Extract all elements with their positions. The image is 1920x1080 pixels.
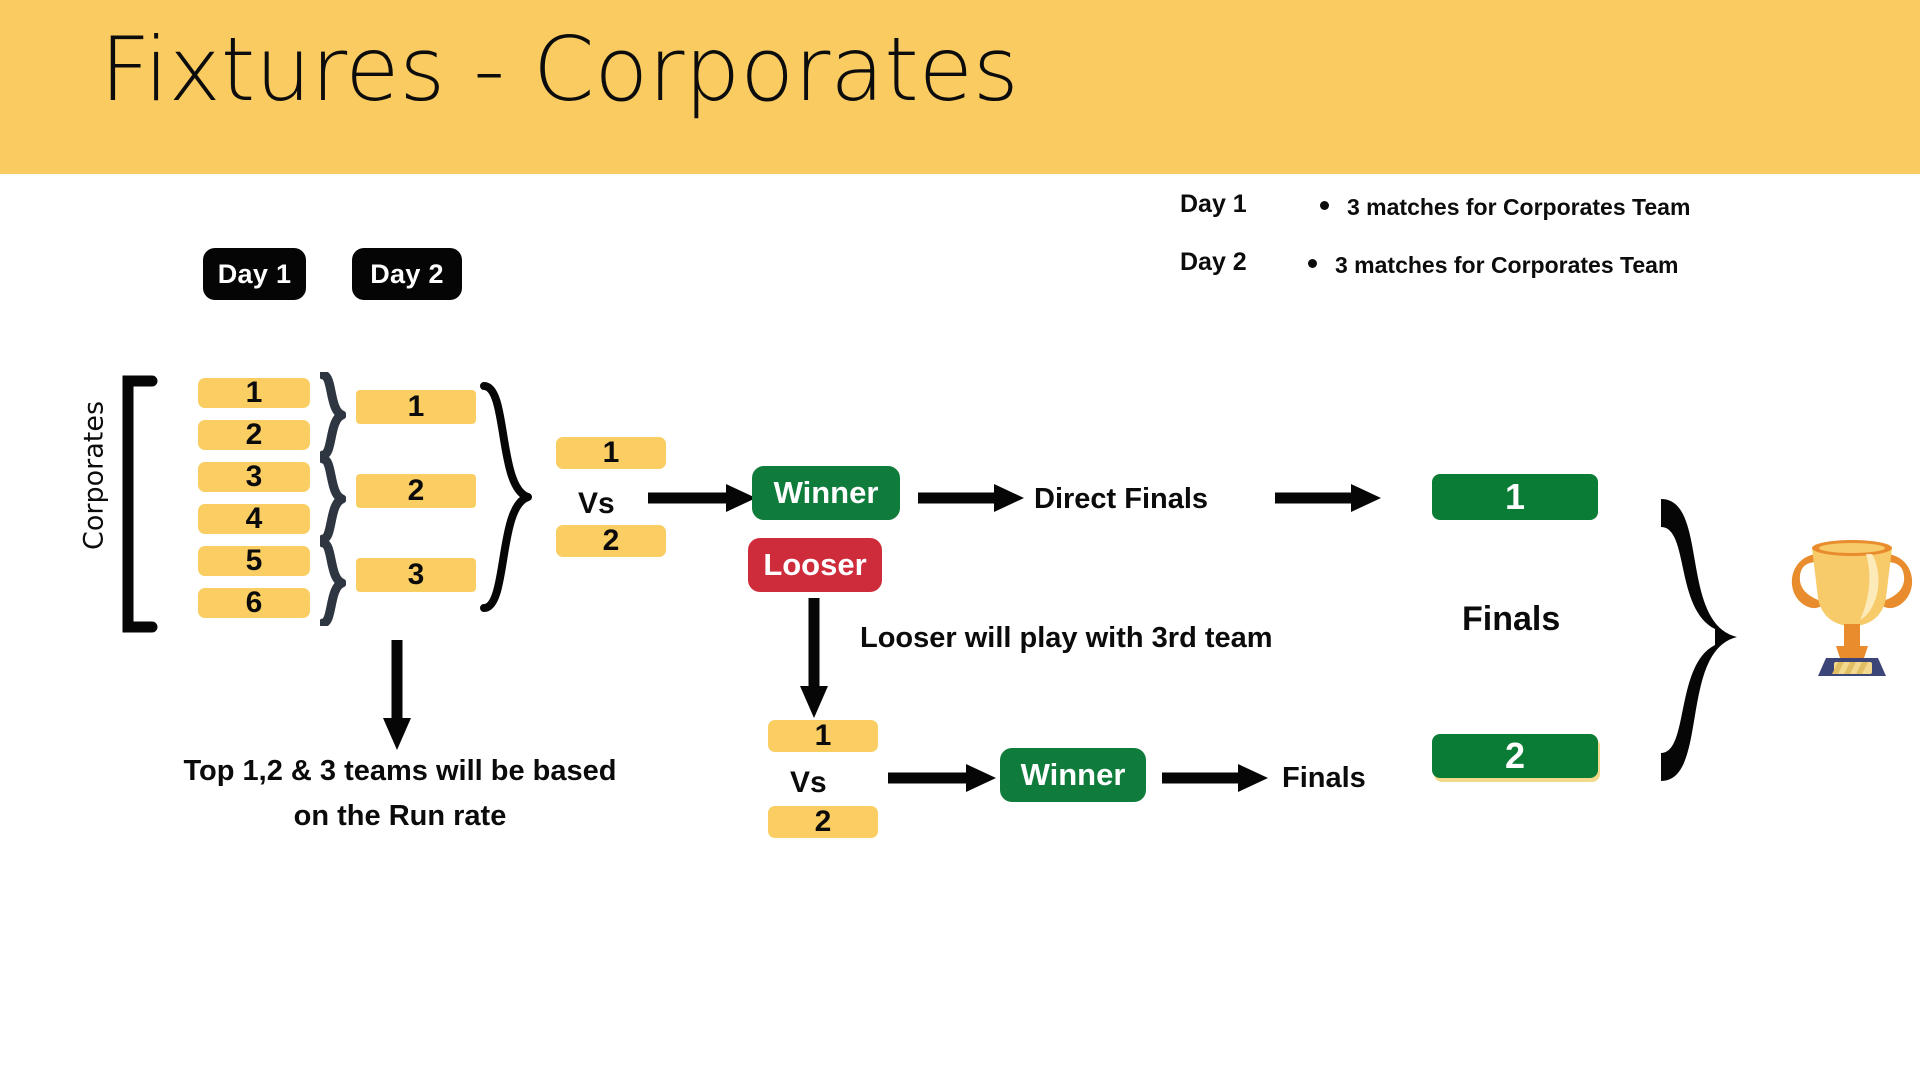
curly-brace-icon — [320, 456, 346, 542]
day-badge-2[interactable]: Day 2 — [352, 248, 462, 300]
top-match-vs-label: Vs — [578, 487, 615, 520]
bullet-dot-icon — [1320, 201, 1329, 211]
looser-plays-third-note: Looser will play with 3rd team — [860, 622, 1273, 654]
arrow-right-icon — [1275, 484, 1381, 512]
team-pill-2[interactable]: 2 — [198, 420, 310, 450]
trophy-icon — [1791, 540, 1913, 676]
header-bar — [0, 0, 1920, 174]
legend-row: Day 2 3 matches for Corporates Team — [1180, 248, 1820, 306]
square-bracket-icon — [122, 375, 158, 633]
top-match-looser-box[interactable]: Looser — [748, 538, 882, 592]
day-badge-1[interactable]: Day 1 — [203, 248, 306, 300]
finals-slot-2[interactable]: 2 — [1432, 734, 1598, 778]
page-title: Fixtures - Corporates — [100, 18, 1019, 121]
arrow-right-icon — [648, 484, 756, 512]
team-pill-6[interactable]: 6 — [198, 588, 310, 618]
bottom-match-winner-box[interactable]: Winner — [1000, 748, 1146, 802]
pair-pill-3[interactable]: 3 — [356, 558, 476, 592]
arrow-right-icon — [1162, 764, 1268, 792]
direct-finals-label: Direct Finals — [1034, 483, 1209, 515]
bottom-match-vs-label: Vs — [790, 766, 827, 799]
top-match-winner-box[interactable]: Winner — [752, 466, 900, 520]
legend-row: Day 1 3 matches for Corporates Team — [1180, 190, 1820, 248]
bullet-dot-icon — [1308, 259, 1317, 269]
finals-label: Finals — [1462, 600, 1561, 638]
arrow-down-icon — [383, 640, 411, 750]
legend-note: 3 matches for Corporates Team — [1308, 252, 1678, 279]
legend-note-text: 3 matches for Corporates Team — [1347, 194, 1691, 220]
arrow-down-icon — [800, 598, 828, 718]
top-match-team-b[interactable]: 2 — [556, 525, 666, 557]
run-rate-note-line2: on the Run rate — [293, 800, 507, 832]
pair-pill-2[interactable]: 2 — [356, 474, 476, 508]
legend-day-label: Day 2 — [1180, 248, 1247, 276]
bottom-match-finals-label: Finals — [1282, 762, 1366, 794]
group-label-corporates: Corporates — [78, 400, 110, 551]
legend-note-text: 3 matches for Corporates Team — [1335, 252, 1679, 278]
legend-day-label: Day 1 — [1180, 190, 1247, 218]
pair-pill-1[interactable]: 1 — [356, 390, 476, 424]
finals-slot-1[interactable]: 1 — [1432, 474, 1598, 520]
curly-brace-icon — [320, 372, 346, 458]
team-pill-3[interactable]: 3 — [198, 462, 310, 492]
team-pill-5[interactable]: 5 — [198, 546, 310, 576]
curly-brace-icon — [1661, 499, 1737, 781]
arrow-right-icon — [888, 764, 996, 792]
top-match-team-a[interactable]: 1 — [556, 437, 666, 469]
team-pill-4[interactable]: 4 — [198, 504, 310, 534]
curly-brace-icon — [320, 540, 346, 626]
bottom-match-team-a[interactable]: 1 — [768, 720, 878, 752]
legend-note: 3 matches for Corporates Team — [1320, 194, 1690, 221]
arrow-right-icon — [918, 484, 1024, 512]
team-pill-1[interactable]: 1 — [198, 378, 310, 408]
run-rate-note-line1: Top 1,2 & 3 teams will be based — [183, 755, 617, 787]
bottom-match-team-b[interactable]: 2 — [768, 806, 878, 838]
curly-brace-icon — [480, 382, 532, 612]
legend: Day 1 3 matches for Corporates Team Day … — [1180, 190, 1820, 306]
